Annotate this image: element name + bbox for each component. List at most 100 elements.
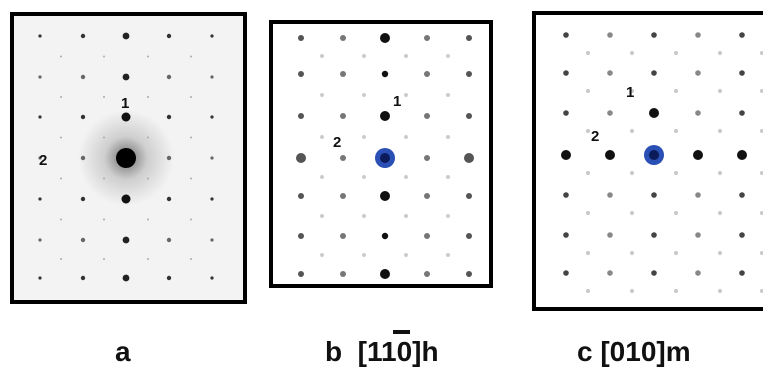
diffraction-spot: [80, 155, 86, 161]
diffraction-spot: [210, 75, 214, 79]
diffraction-spot: [296, 153, 306, 163]
diffraction-spot: [586, 51, 590, 55]
diffraction-spot: [630, 129, 634, 133]
diffraction-spot: [166, 74, 172, 80]
diffraction-spot: [630, 89, 634, 93]
diffraction-spot: [210, 115, 214, 119]
diffraction-spot: [320, 253, 324, 257]
diffraction-spot: [298, 233, 304, 239]
diffraction-spot: [404, 135, 408, 139]
diffraction-spot: [340, 35, 346, 41]
diffraction-spot: [60, 136, 62, 139]
diffraction-spot: [147, 177, 149, 180]
diffraction-spot: [695, 192, 701, 198]
pattern-a-svg: 1 2: [38, 32, 214, 282]
diffraction-spot: [38, 115, 42, 119]
diffraction-spot: [563, 270, 569, 276]
caption-b-overbar: [393, 330, 410, 334]
diffraction-spot: [190, 258, 192, 260]
diffraction-spot: [340, 271, 346, 277]
diffraction-spot: [60, 96, 62, 98]
diffraction-spot: [607, 70, 613, 76]
central-beam-marker-core: [380, 153, 390, 163]
diffraction-spot: [166, 114, 172, 120]
diffraction-spot: [166, 237, 172, 243]
diffraction-spot: [380, 191, 390, 201]
diffraction-spot: [298, 271, 304, 277]
diffraction-spot: [122, 73, 130, 81]
diffraction-spot: [298, 193, 304, 199]
diffraction-spot: [630, 289, 634, 293]
diffraction-spot: [693, 150, 703, 160]
diffraction-spot: [563, 32, 569, 38]
diffraction-spot: [80, 33, 86, 39]
diffraction-spot: [651, 270, 657, 276]
diffraction-spot: [695, 270, 701, 276]
diffraction-spot: [320, 54, 324, 58]
diffraction-spot: [446, 175, 450, 179]
diffraction-spot: [561, 150, 571, 160]
diffraction-spot: [381, 70, 389, 78]
diffraction-spot: [586, 211, 590, 215]
diffraction-spot: [38, 276, 42, 280]
diffraction-spot: [739, 70, 745, 76]
diffraction-spot: [586, 251, 590, 255]
diffraction-spot: [695, 70, 701, 76]
diffraction-spot: [424, 155, 430, 161]
diffraction-spot: [466, 113, 472, 119]
diffraction-spot: [362, 253, 366, 257]
diffraction-spot: [404, 253, 408, 257]
central-beam: [116, 148, 136, 168]
diffraction-spot: [563, 110, 569, 116]
diffraction-spot: [60, 258, 62, 260]
diffraction-spot: [760, 89, 763, 93]
diffraction-spot: [718, 289, 722, 293]
diffraction-spot: [739, 232, 745, 238]
diffraction-spot: [147, 136, 149, 139]
diffraction-spot: [404, 93, 408, 97]
diffraction-spot: [147, 55, 149, 58]
diffraction-spot: [103, 177, 105, 180]
diffraction-spot: [446, 214, 450, 218]
diffraction-spot: [446, 135, 450, 139]
diffraction-spot: [718, 171, 722, 175]
diffraction-spot: [340, 71, 346, 77]
diffraction-spot: [630, 171, 634, 175]
diffraction-spot: [190, 96, 192, 98]
diffraction-spot: [103, 218, 105, 221]
diffraction-spot: [760, 211, 763, 215]
diffraction-spot: [718, 211, 722, 215]
diffraction-spot: [404, 54, 408, 58]
spot-label-1: 1: [393, 93, 401, 110]
diffraction-spot: [630, 51, 634, 55]
diffraction-spot: [737, 150, 747, 160]
diffraction-spot: [122, 32, 130, 40]
diffraction-spot: [695, 32, 701, 38]
diffraction-spot: [340, 155, 346, 161]
diffraction-spot: [320, 175, 324, 179]
diffraction-spot: [121, 194, 131, 204]
diffraction-spot: [760, 289, 763, 293]
diffraction-spot: [380, 111, 390, 121]
diffraction-spot: [38, 75, 42, 79]
diffraction-spot: [674, 211, 678, 215]
diffraction-spot: [340, 193, 346, 199]
diffraction-spot: [103, 55, 105, 58]
diffraction-spot: [103, 136, 105, 139]
spot-label-1: 1: [626, 84, 634, 101]
diffraction-spot: [38, 238, 42, 242]
diffraction-spot: [739, 192, 745, 198]
diffraction-spot: [190, 136, 192, 139]
diffraction-spot: [651, 70, 657, 76]
diffraction-spot: [607, 270, 613, 276]
diffraction-spot: [718, 89, 722, 93]
diffraction-spot: [298, 35, 304, 41]
spot-label-2: 2: [39, 152, 47, 169]
diffraction-spot: [166, 33, 172, 39]
diffraction-spot: [630, 251, 634, 255]
diffraction-spot: [651, 232, 657, 238]
diffraction-spot: [446, 54, 450, 58]
diffraction-spot: [466, 71, 472, 77]
diffraction-spot: [190, 218, 192, 221]
diffraction-spot: [210, 156, 214, 160]
